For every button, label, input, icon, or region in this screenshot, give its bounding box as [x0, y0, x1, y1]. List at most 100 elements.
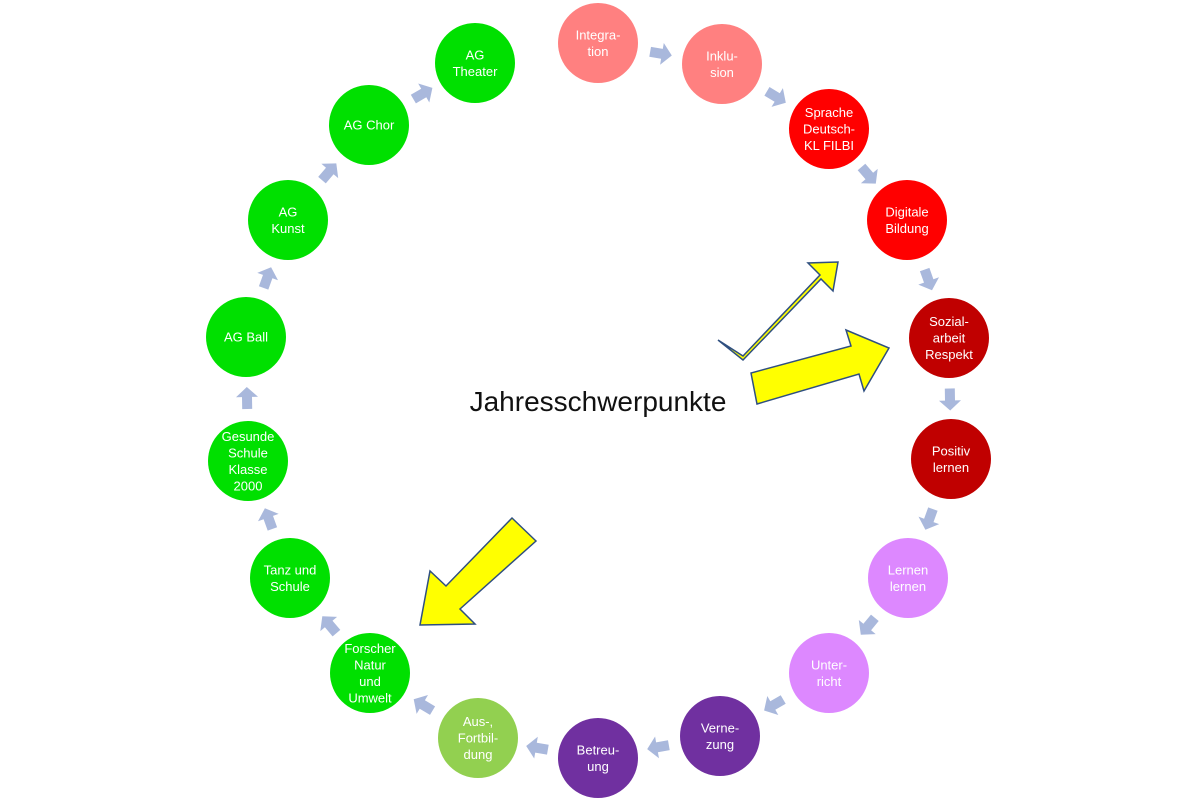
node-label: AG Theater: [453, 47, 498, 79]
node-circle: [682, 24, 762, 104]
node-label-line: richt: [817, 674, 842, 689]
node-circle: [867, 180, 947, 260]
node-label-line: AG: [466, 47, 485, 62]
node-label-line: AG: [279, 204, 298, 219]
node-label-line: Tanz und: [264, 562, 317, 577]
node-integration: Integra-tion: [558, 3, 638, 83]
node-circle: [206, 297, 286, 377]
highlight-arrow-to-forscher: [419, 516, 538, 626]
node-label-line: und: [359, 674, 381, 689]
node-label-line: lernen: [933, 460, 969, 475]
node-circle: [911, 419, 991, 499]
highlight-arrow-to-sozialarbeit: [750, 328, 891, 405]
connector-arrow: [647, 736, 670, 759]
node-label-line: Bildung: [885, 221, 928, 236]
node-label: Positiv lernen: [932, 443, 971, 475]
node-circle: [248, 180, 328, 260]
connector-arrow: [318, 163, 339, 184]
connector-arrow: [526, 736, 549, 759]
node-label-line: arbeit: [933, 331, 966, 346]
node-circle: [868, 538, 948, 618]
node-ag-ball: AG Ball: [206, 297, 286, 377]
node-label-line: Forscher: [344, 641, 396, 656]
node-label: Unter-richt: [811, 657, 847, 689]
highlight-arrow-to-digitale-bildung: [717, 261, 839, 362]
node-label-line: Positiv: [932, 443, 971, 458]
node-label-line: lernen: [890, 579, 926, 594]
connector-arrow: [410, 83, 433, 104]
node-circle: [789, 89, 869, 169]
node-label-line: AG Chor: [344, 118, 395, 133]
node-circle: [330, 633, 410, 713]
node-label-line: Digitale: [885, 204, 928, 219]
center-title: Jahresschwerpunkte: [470, 386, 727, 417]
node-label-line: Umwelt: [348, 690, 392, 705]
node-label-line: Unter-: [811, 657, 847, 672]
node-positiv-lernen: Positiv lernen: [911, 419, 991, 499]
connector-arrow: [918, 507, 940, 530]
node-label-line: Respekt: [925, 347, 973, 362]
node-label: AG Kunst: [271, 204, 305, 236]
node-inklusion: Inklu-sion: [682, 24, 762, 104]
node-label: Aus-,Fortbil-dung: [458, 714, 498, 762]
connector-arrow: [918, 267, 939, 291]
node-label-line: Deutsch-: [803, 122, 855, 137]
node-label-line: Sozial-: [929, 314, 969, 329]
node-ag-theater: AG Theater: [435, 23, 515, 103]
node-label: AG Ball: [224, 330, 268, 345]
node-circle: [329, 85, 409, 165]
node-vernetzung: Verne-zung: [680, 696, 760, 776]
highlight-arrows: [419, 261, 891, 626]
node-label-line: Kunst: [271, 221, 305, 236]
node-label: Integra-tion: [576, 27, 621, 59]
node-label-line: tion: [588, 44, 609, 59]
node-label: Verne-zung: [701, 720, 739, 752]
node-ag-kunst: AG Kunst: [248, 180, 328, 260]
node-circle: [558, 718, 638, 798]
node-circle: [789, 633, 869, 713]
node-label-line: sion: [710, 65, 734, 80]
connector-arrow: [858, 614, 879, 635]
node-circle: [250, 538, 330, 618]
node-label: Betreu-ung: [577, 742, 620, 774]
node-circle: [558, 3, 638, 83]
connector-arrow: [257, 267, 278, 290]
node-unterricht: Unter-richt: [789, 633, 869, 713]
node-label-line: dung: [464, 747, 493, 762]
node-label-line: Natur: [354, 657, 386, 672]
node-label-line: AG Ball: [224, 330, 268, 345]
connector-arrow: [649, 43, 672, 65]
node-label-line: Betreu-: [577, 742, 620, 757]
node-label-line: Klasse: [228, 462, 267, 477]
connector-arrow: [258, 508, 279, 531]
node-label-line: KL FILBI: [804, 138, 854, 153]
connector-arrow: [413, 695, 436, 715]
connector-arrow: [939, 388, 961, 411]
node-label: Inklu-sion: [706, 48, 738, 80]
node-circle: [208, 421, 288, 501]
connector-arrows: [236, 43, 961, 759]
node-betreuung: Betreu-ung: [558, 718, 638, 798]
node-lernen-lernen: Lernen lernen: [868, 538, 948, 618]
node-label: Lernen lernen: [888, 562, 928, 594]
node-circle: [680, 696, 760, 776]
node-label-line: Lernen: [888, 562, 928, 577]
connector-arrow: [764, 87, 786, 107]
node-label-line: Theater: [453, 64, 498, 79]
node-label-line: zung: [706, 737, 734, 752]
connector-arrow: [857, 163, 878, 184]
node-label-line: Gesunde: [222, 429, 275, 444]
